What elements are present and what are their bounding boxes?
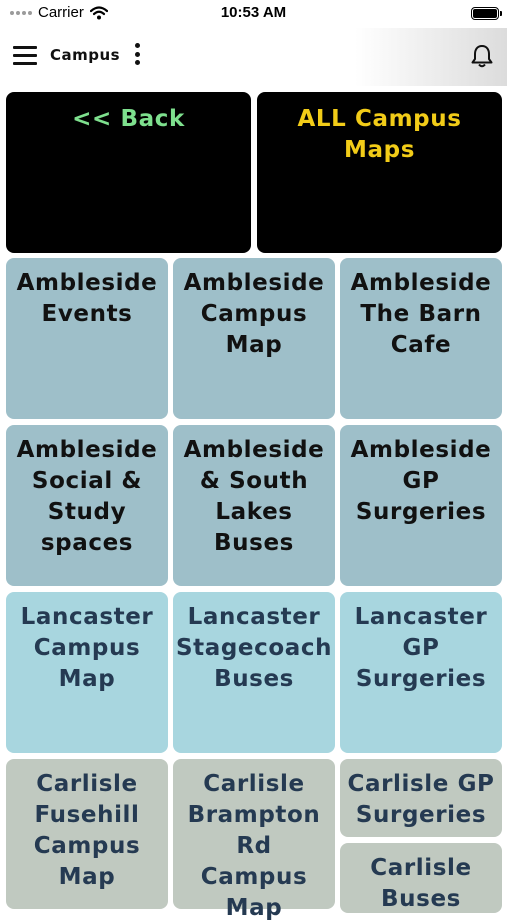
tile-label: Ambleside GP Surgeries: [350, 437, 492, 525]
app-bar: Campus: [0, 28, 507, 86]
tile-label: Carlisle Fusehill Campus Map: [33, 771, 141, 890]
ambleside-events-tile[interactable]: Ambleside Events: [6, 258, 168, 419]
tile-label: Ambleside Events: [16, 270, 158, 327]
hamburger-icon[interactable]: [13, 46, 37, 66]
carlisle-fusehill-campus-map-tile[interactable]: Carlisle Fusehill Campus Map: [6, 759, 168, 909]
ambleside-barn-cafe-tile[interactable]: Ambleside The Barn Cafe: [340, 258, 502, 419]
lancaster-stagecoach-buses-tile[interactable]: Lancaster Stagecoach Buses: [173, 592, 335, 753]
battery-icon: [471, 7, 502, 20]
clock: 10:53 AM: [220, 4, 287, 21]
ambleside-social-study-tile[interactable]: Ambleside Social & Study spaces: [6, 425, 168, 586]
tile-label: Lancaster GP Surgeries: [354, 604, 488, 692]
tile-label: Ambleside The Barn Cafe: [350, 270, 492, 358]
tile-grid: << Back ALL Campus Maps Ambleside Events…: [0, 86, 507, 921]
wifi-icon: [89, 5, 108, 19]
page-title: Campus: [50, 46, 121, 64]
ambleside-campus-map-tile[interactable]: Ambleside Campus Map: [173, 258, 335, 419]
tile-label: Lancaster Campus Map: [20, 604, 154, 692]
lancaster-gp-surgeries-tile[interactable]: Lancaster GP Surgeries: [340, 592, 502, 753]
back-label: << Back: [72, 106, 185, 132]
tile-label: Carlisle GP Surgeries: [347, 771, 495, 828]
carlisle-gp-surgeries-tile[interactable]: Carlisle GP Surgeries: [340, 759, 502, 837]
tile-label: Carlisle Buses: [370, 855, 472, 912]
ambleside-gp-surgeries-tile[interactable]: Ambleside GP Surgeries: [340, 425, 502, 586]
kebab-icon[interactable]: [133, 43, 141, 65]
tile-label: Lancaster Stagecoach Buses: [175, 604, 333, 692]
carlisle-brampton-rd-campus-map-tile[interactable]: Carlisle Brampton Rd Campus Map: [173, 759, 335, 921]
carlisle-buses-tile[interactable]: Carlisle Buses: [340, 843, 502, 913]
all-campus-maps-button[interactable]: ALL Campus Maps: [257, 92, 502, 253]
ambleside-south-lakes-buses-tile[interactable]: Ambleside & South Lakes Buses: [173, 425, 335, 586]
tile-label: Carlisle Brampton Rd Campus Map: [187, 771, 321, 921]
carrier-indicator: Carrier: [10, 4, 108, 21]
status-bar: Carrier 10:53 AM: [0, 0, 507, 28]
all-campus-maps-label: ALL Campus Maps: [297, 106, 462, 163]
carrier-label: Carrier: [38, 4, 84, 21]
tile-label: Ambleside Social & Study spaces: [16, 437, 158, 556]
lancaster-campus-map-tile[interactable]: Lancaster Campus Map: [6, 592, 168, 753]
tile-label: Ambleside & South Lakes Buses: [183, 437, 325, 556]
tile-label: Ambleside Campus Map: [183, 270, 325, 358]
back-button[interactable]: << Back: [6, 92, 251, 253]
battery-level: [473, 9, 497, 18]
signal-icon: [10, 10, 32, 15]
bell-icon[interactable]: [469, 43, 495, 69]
